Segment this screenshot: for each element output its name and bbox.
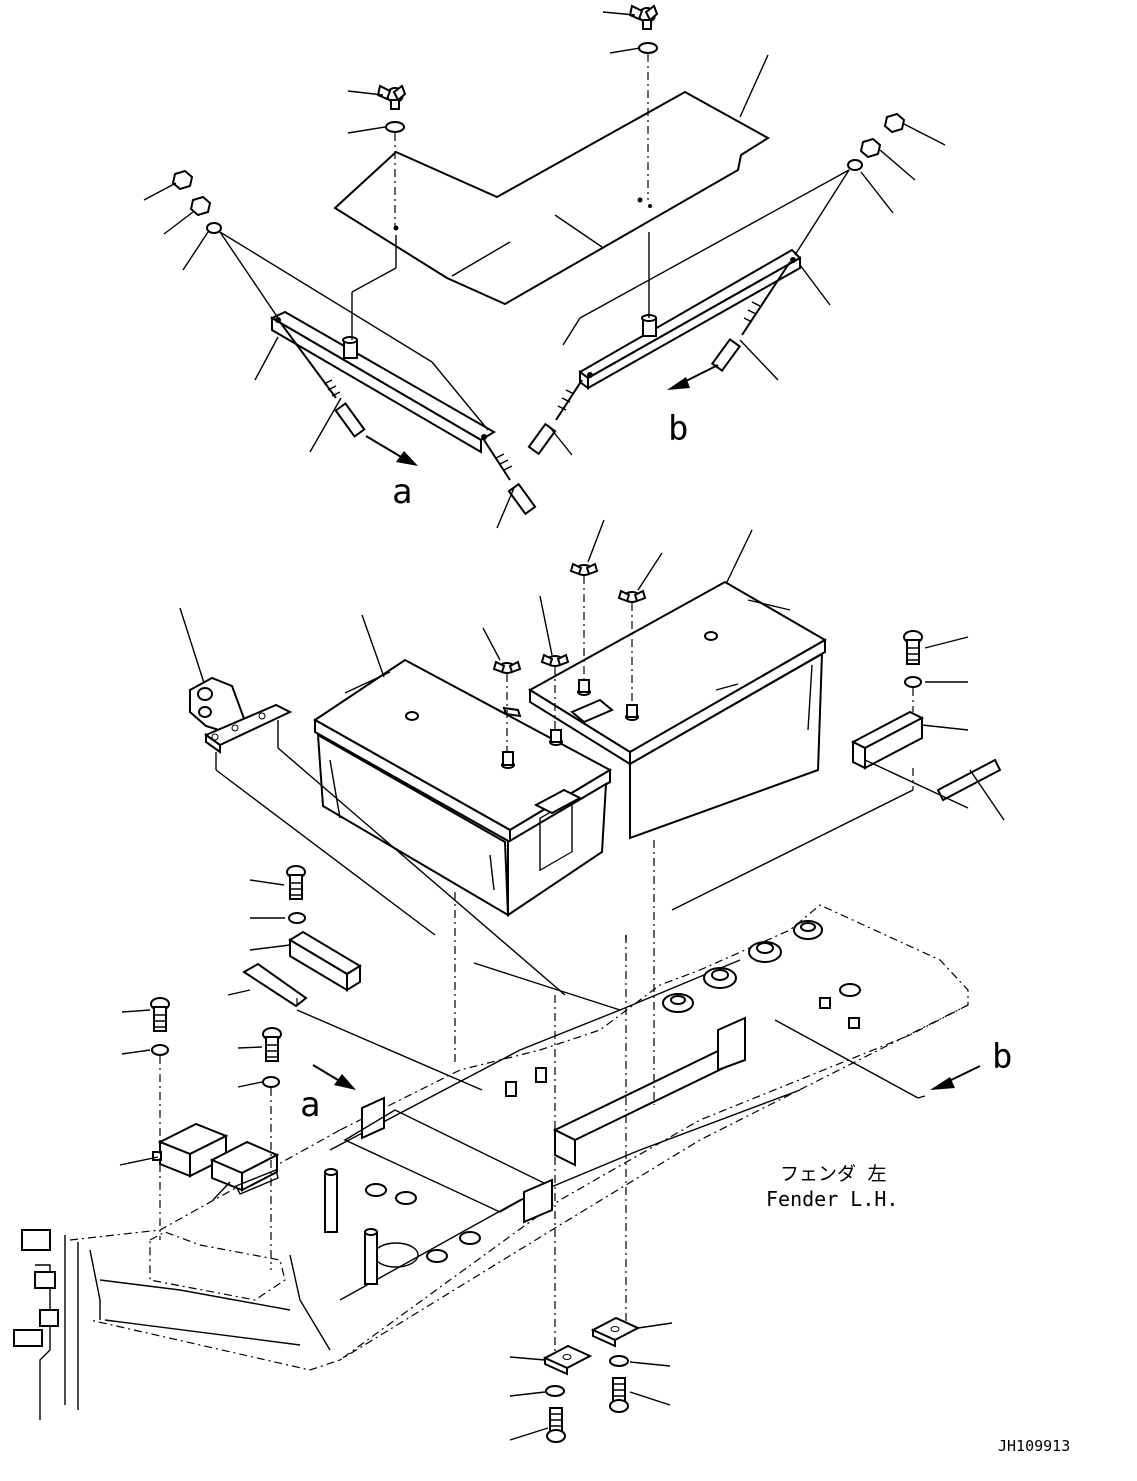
j-bolt-right-b	[527, 379, 583, 456]
clamp-plate-right	[590, 1316, 641, 1348]
spacer-block-left	[242, 930, 362, 1008]
fender-label-en: Fender L.H.	[766, 1187, 898, 1211]
washer-left-bar	[206, 222, 222, 234]
hex-nut-right-1	[883, 112, 906, 134]
washer-right-bar	[847, 159, 863, 171]
washer-left-spacer	[288, 912, 306, 924]
relay-box-left	[152, 1122, 229, 1178]
clamp-plate-left	[542, 1344, 593, 1376]
terminal-nut-3	[569, 562, 599, 576]
callout-a-top: a	[392, 472, 412, 512]
washer-relay-right	[262, 1076, 280, 1088]
washer-bottom-right	[609, 1355, 629, 1367]
bolt-left-spacer	[286, 865, 306, 900]
bolt-bottom-right	[609, 1377, 629, 1413]
relay-box-right	[209, 1140, 280, 1195]
washer-right-spacer	[904, 676, 922, 688]
washer-relay-left	[151, 1044, 169, 1056]
fender-label-jp: フェンダ 左	[780, 1163, 886, 1185]
wing-nut-right	[628, 4, 659, 30]
terminal-nut-4	[617, 589, 647, 603]
battery-bracket	[189, 676, 293, 754]
j-bolt-left-a	[279, 321, 366, 438]
washer-left-top	[385, 121, 405, 133]
j-bolt-left-b	[483, 439, 537, 516]
bolt-relay-left	[150, 997, 170, 1032]
battery-left	[313, 658, 613, 917]
fender-frame	[13, 904, 969, 1420]
j-bolt-right-a	[710, 261, 791, 373]
bolt-bottom-left	[546, 1407, 566, 1443]
terminal-nut-1	[492, 660, 522, 674]
hold-down-bar-left	[269, 310, 496, 454]
terminal-nut-2	[540, 653, 570, 667]
drawing-number: JH109913	[998, 1437, 1070, 1455]
washer-bottom-left	[545, 1385, 565, 1397]
callout-b-bottom: b	[992, 1037, 1012, 1077]
callout-b-top: b	[668, 409, 688, 449]
hex-nut-left-2	[189, 195, 212, 217]
battery-cover	[333, 90, 770, 306]
washer-right-top	[638, 42, 658, 54]
hex-nut-left-1	[171, 169, 194, 191]
callout-a-bottom: a	[300, 1085, 320, 1125]
hold-down-bar-right	[578, 248, 802, 390]
bolt-relay-right	[262, 1027, 282, 1062]
hex-nut-right-2	[859, 137, 882, 159]
bolt-right-spacer	[903, 630, 923, 665]
wing-nut-left	[376, 84, 407, 110]
spacer-block-right	[850, 710, 1002, 802]
